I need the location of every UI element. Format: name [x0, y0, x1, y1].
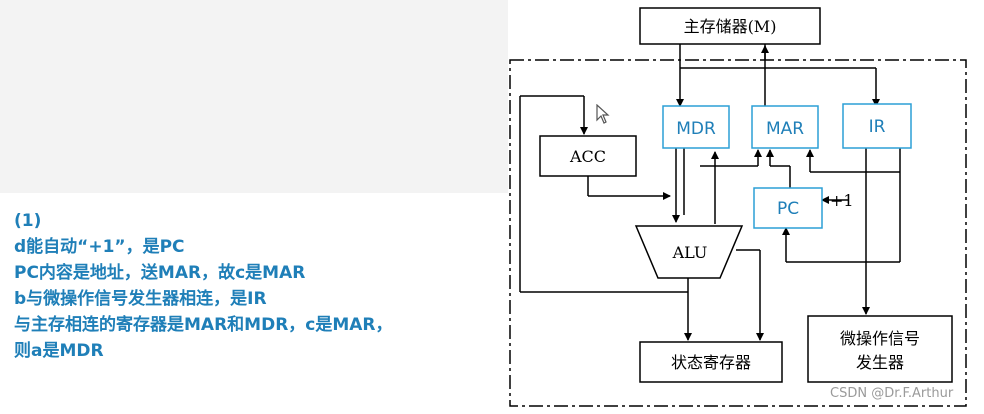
acc-box: [539, 135, 637, 177]
answer-line-4: b与微操作信号发生器相连，是IR: [14, 289, 267, 309]
answer-line-3: PC内容是地址，送MAR，故c是MAR: [14, 263, 306, 283]
pc-increment-label: +1: [830, 191, 854, 210]
cpu-boundary: [509, 59, 967, 407]
pc-box: [753, 187, 823, 229]
answer-panel: [0, 0, 508, 414]
status-register-label: 状态寄存器: [671, 353, 751, 372]
pc-label: PC: [777, 199, 799, 219]
acc-label: ACC: [569, 147, 606, 166]
micro-op-generator-line2: 发生器: [856, 353, 904, 372]
datapath-wires: [519, 44, 901, 341]
mdr-label: MDR: [676, 119, 716, 139]
alu-label: ALU: [672, 243, 708, 262]
ir-label: IR: [869, 117, 886, 137]
answer-text: (1) d能自动“+1”，是PC PC内容是地址，送MAR，故c是MAR b与微…: [14, 208, 504, 364]
ir-box: [842, 103, 912, 149]
answer-line-1: (1): [14, 211, 42, 231]
alu-shape: [634, 225, 744, 279]
main-memory-box: [639, 7, 821, 45]
answer-line-6: 则a是MDR: [14, 341, 104, 361]
mar-label: MAR: [766, 119, 804, 139]
mouse-pointer-icon: [596, 104, 610, 124]
answer-line-2: d能自动“+1”，是PC: [14, 237, 185, 257]
mdr-box: [662, 105, 730, 149]
main-memory-label: 主存储器(M): [684, 17, 777, 36]
watermark-text: CSDN @Dr.F.Arthur: [830, 386, 954, 401]
micro-op-generator-line1: 微操作信号: [840, 329, 920, 348]
mar-box: [751, 105, 819, 149]
answer-panel-band: [0, 193, 508, 414]
answer-line-5: 与主存相连的寄存器是MAR和MDR，c是MAR，: [14, 315, 393, 335]
status-register-box: [639, 341, 783, 383]
micro-op-generator-box: [807, 315, 953, 383]
